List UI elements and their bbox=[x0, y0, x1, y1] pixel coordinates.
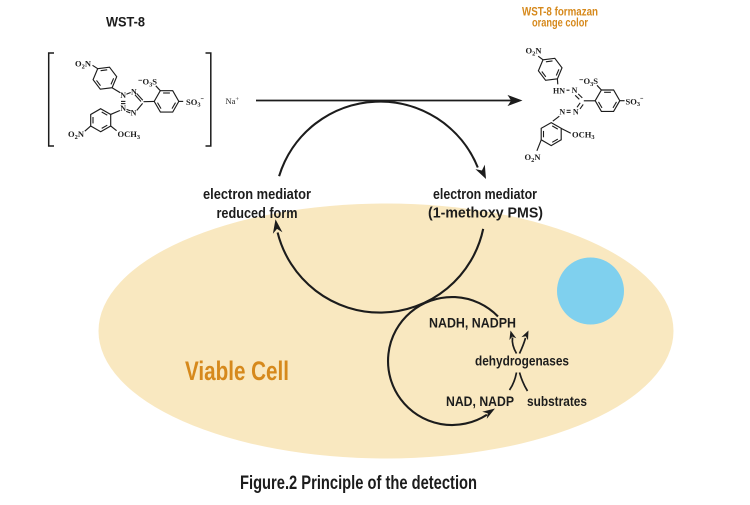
svg-text:orange color: orange color bbox=[532, 16, 588, 30]
svg-text:electron mediator: electron mediator bbox=[433, 186, 537, 203]
svg-text:WST-8: WST-8 bbox=[106, 15, 145, 30]
svg-text:N: N bbox=[120, 104, 126, 113]
svg-text:electron mediator: electron mediator bbox=[203, 186, 311, 203]
svg-text:substrates: substrates bbox=[527, 393, 587, 409]
svg-text:N: N bbox=[120, 91, 126, 100]
svg-text:dehydrogenases: dehydrogenases bbox=[475, 353, 569, 369]
svg-text:reduced form: reduced form bbox=[217, 205, 298, 222]
svg-text:HN: HN bbox=[553, 86, 565, 95]
svg-text:N: N bbox=[573, 108, 579, 117]
svg-text:N: N bbox=[572, 86, 578, 95]
svg-text:N: N bbox=[131, 109, 137, 118]
svg-text:NADH, NADPH: NADH, NADPH bbox=[429, 315, 516, 331]
svg-text:NAD, NADP: NAD, NADP bbox=[446, 393, 514, 409]
svg-text:N: N bbox=[131, 87, 137, 96]
svg-text:(1-methoxy PMS): (1-methoxy PMS) bbox=[428, 205, 543, 222]
svg-text:Figure.2 Principle of the dete: Figure.2 Principle of the detection bbox=[240, 473, 477, 494]
svg-text:N: N bbox=[559, 108, 565, 117]
svg-text:Viable Cell: Viable Cell bbox=[185, 356, 289, 386]
